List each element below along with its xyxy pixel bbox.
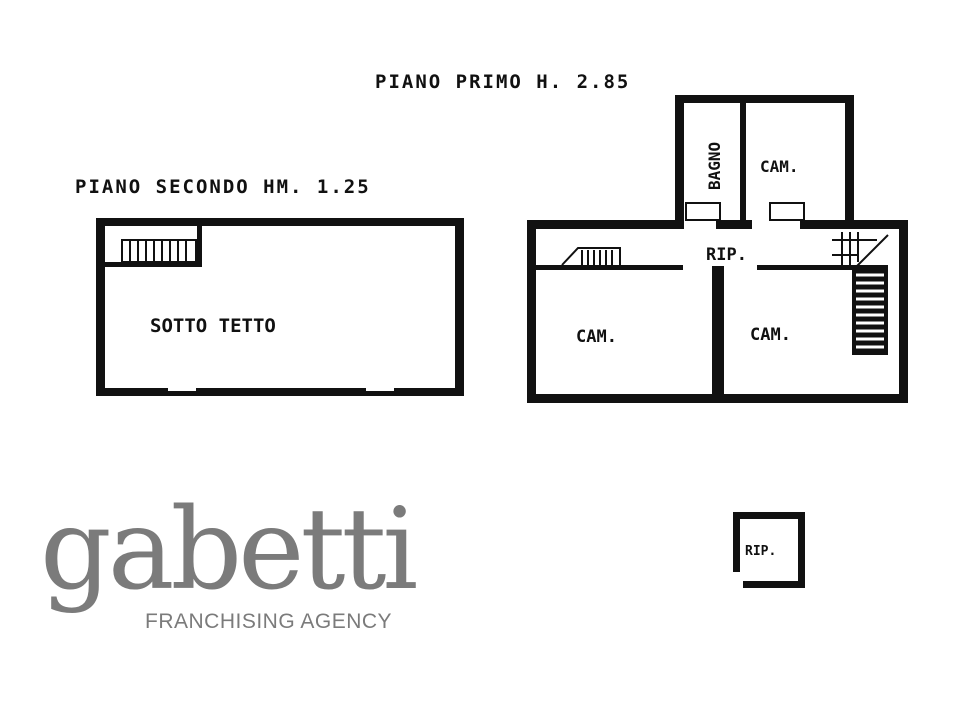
secondo-title: PIANO SECONDO HM. 1.25 bbox=[75, 176, 371, 198]
room-label-sotto-tetto: SOTTO TETTO bbox=[150, 315, 276, 337]
room-label-cam-right: CAM. bbox=[750, 325, 791, 345]
room-label-rip-detail: RIP. bbox=[745, 544, 776, 559]
room-label-cam-left: CAM. bbox=[576, 327, 617, 347]
logo-tagline: FRANCHISING AGENCY bbox=[145, 610, 392, 633]
secondo-plan bbox=[96, 218, 464, 396]
room-label-rip: RIP. bbox=[706, 245, 747, 265]
stairs-icon bbox=[832, 232, 889, 355]
room-label-cam-top: CAM. bbox=[760, 157, 799, 176]
detail-plan bbox=[733, 512, 805, 588]
stairs-icon bbox=[561, 247, 621, 266]
primo-plan bbox=[527, 95, 908, 403]
room-label-bagno: BAGNO bbox=[705, 142, 724, 190]
primo-title: PIANO PRIMO H. 2.85 bbox=[375, 71, 630, 93]
stairs-icon bbox=[121, 239, 197, 263]
gabetti-logo: gabetti bbox=[40, 485, 416, 615]
